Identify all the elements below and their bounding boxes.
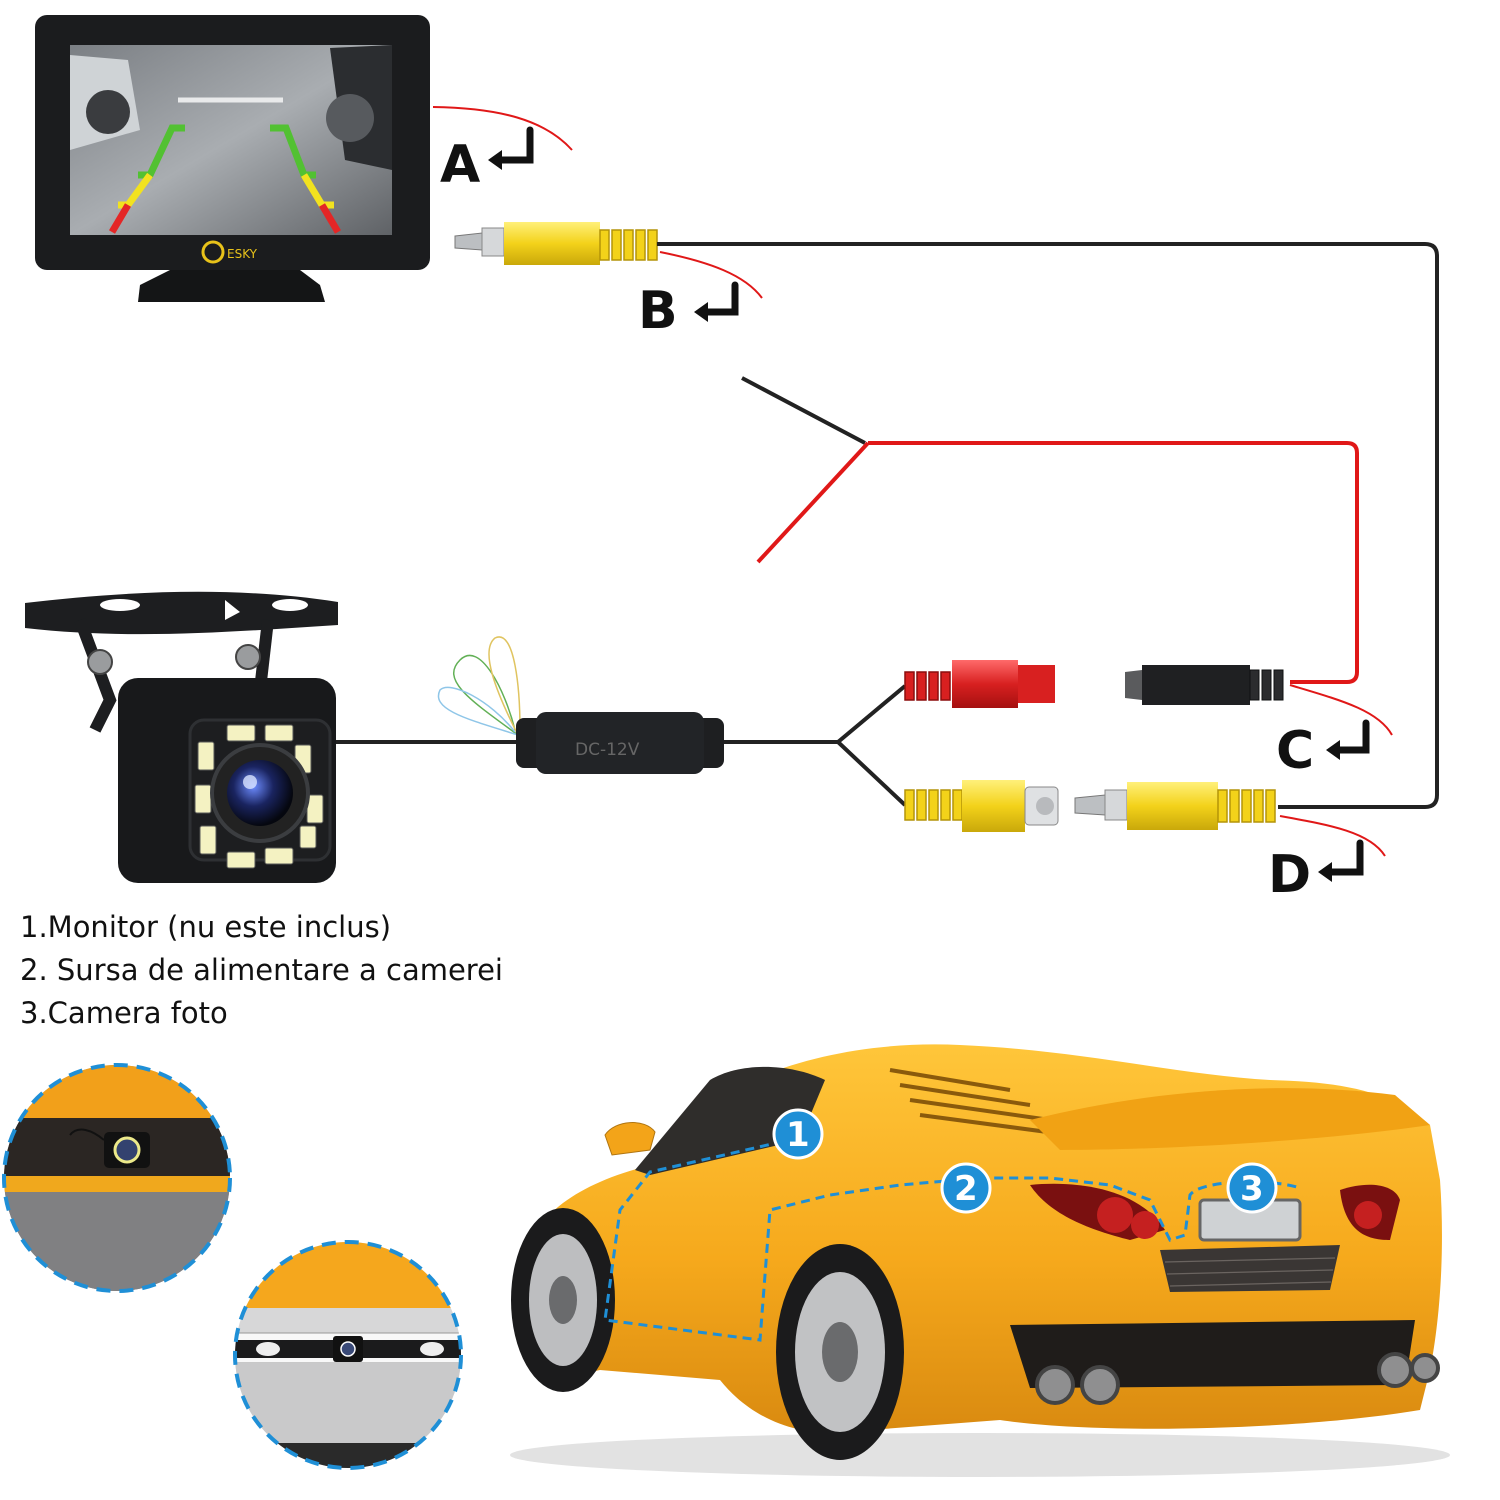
camera-red-power-socket <box>904 660 1055 708</box>
legend-item-power-source: 2. Sursa de alimentare a camerei <box>20 953 503 987</box>
inset-bumper-camera <box>2 1063 232 1293</box>
monitor-brand: ESKY <box>227 247 258 261</box>
monitor-rca-plug <box>454 222 658 265</box>
monitor-side-rca-plug <box>1074 782 1276 830</box>
dc-12v-label: DC-12V <box>575 740 640 760</box>
video-cable <box>657 242 1439 809</box>
legend-item-camera: 3.Camera foto <box>20 996 228 1030</box>
monitor-dc-plug <box>1125 665 1284 705</box>
dc-12v-box: DC-12V <box>516 712 724 774</box>
camera <box>25 591 338 883</box>
connector-label-d: D <box>1268 845 1311 905</box>
connector-label-a: A <box>440 135 480 195</box>
legend-item-monitor: 1.Monitor (nu este inclus) <box>20 910 392 944</box>
car-illustration: 1 2 3 <box>510 1044 1450 1477</box>
power-wires <box>741 376 1359 684</box>
connector-label-c: C <box>1276 721 1314 781</box>
esky-logo-icon <box>201 240 225 264</box>
monitor: ESKY <box>35 15 430 302</box>
camera-lens-icon <box>227 760 293 826</box>
inset-license-plate-camera <box>233 1240 463 1470</box>
camera-rca-socket <box>904 780 1059 832</box>
install-point-3: 3 <box>1240 1169 1264 1209</box>
install-point-2: 2 <box>954 1169 978 1209</box>
install-point-1: 1 <box>786 1115 810 1155</box>
connector-label-b: B <box>638 281 678 341</box>
